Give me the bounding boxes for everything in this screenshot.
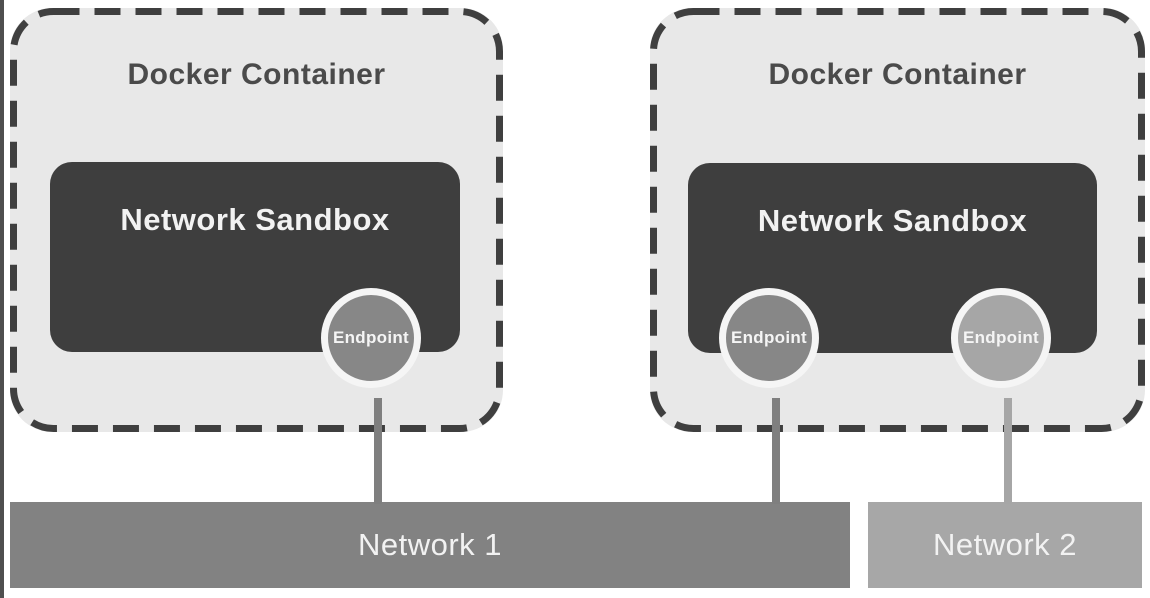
endpoint-2: Endpoint <box>719 288 819 388</box>
left-edge-border <box>0 0 4 598</box>
container-2-title: Docker Container <box>768 58 1027 91</box>
endpoint-1-label: Endpoint <box>332 328 410 347</box>
sandbox-1-title: Network Sandbox <box>120 202 390 237</box>
endpoint-3-label: Endpoint <box>962 328 1040 347</box>
network-1-label: Network 1 <box>357 527 503 562</box>
network-2-label: Network 2 <box>932 527 1078 562</box>
network-2-bar: Network 2 <box>868 502 1142 588</box>
connector-endpoint1-network1 <box>374 398 382 504</box>
endpoint-3: Endpoint <box>951 288 1051 388</box>
docker-container-1: Docker Container Network Sandbox <box>10 8 503 432</box>
connector-endpoint2-network1 <box>772 398 780 504</box>
network-1-bar: Network 1 <box>10 502 850 588</box>
endpoint-1: Endpoint <box>321 288 421 388</box>
sandbox-2-title: Network Sandbox <box>757 203 1028 238</box>
endpoint-2-label: Endpoint <box>730 328 808 347</box>
container-1-title: Docker Container <box>127 58 386 91</box>
docker-container-2: Docker Container Network Sandbox <box>650 8 1145 432</box>
connector-endpoint3-network2 <box>1004 398 1012 504</box>
